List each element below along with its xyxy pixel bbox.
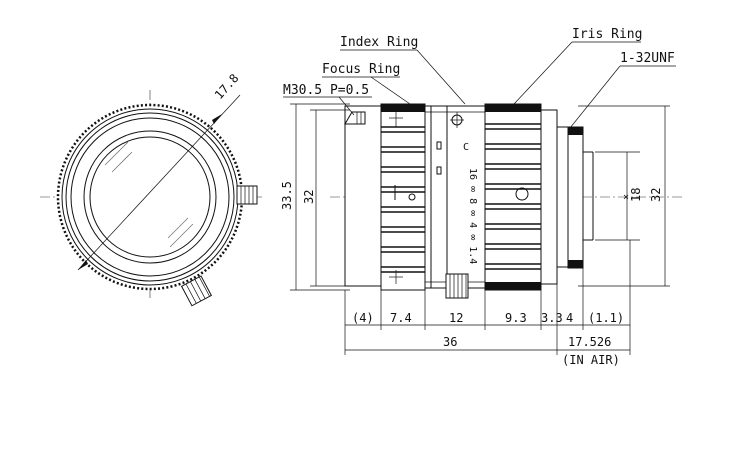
dim-total: 36 <box>443 335 457 349</box>
dim-mount-dia: 32 <box>649 188 663 202</box>
dim-mount-len: 4 <box>566 311 573 325</box>
in-air-label: (IN AIR) <box>562 353 620 367</box>
front-knob-bottom <box>180 275 213 307</box>
focus-ring-top-knurl <box>381 104 425 112</box>
glare-line-4 <box>167 217 189 239</box>
barrel-f-scale: 16 ∞ 8 ∞ 4 ∞ 1.4 <box>467 168 478 264</box>
front-glass-outer <box>83 130 217 264</box>
diagonal-dim-line <box>77 94 241 271</box>
index-ring-label: Index Ring <box>340 35 418 50</box>
front-glass-inner <box>89 136 211 258</box>
iris-ring-body <box>484 103 542 291</box>
focus-ring-label: Focus Ring <box>322 62 400 77</box>
svg-text:×: × <box>623 192 629 203</box>
front-knob-right-knurl <box>240 186 254 204</box>
iris-ring-bottom-knurl <box>485 282 541 290</box>
front-view: 17.8 <box>40 71 262 307</box>
focus-ring-grip <box>381 126 425 273</box>
dim-3-3: 3.3 <box>541 311 563 325</box>
c-mount <box>567 126 584 269</box>
thread-notch <box>344 111 366 125</box>
dim-back-focus: 17.526 <box>568 335 611 349</box>
front-angle-label: 17.8 <box>212 71 242 102</box>
focus-ring-set-screw <box>408 193 416 201</box>
glare-line-1 <box>104 141 129 166</box>
glare-line-3 <box>169 223 194 248</box>
rear-step <box>556 126 569 268</box>
dim-inner-dia: 32 <box>302 190 316 204</box>
dim-12: 12 <box>449 311 463 325</box>
front-knob-right <box>236 185 258 205</box>
iris-ring-screw <box>515 187 529 201</box>
vertical-dimensions: 33.5 32 18 × 32 <box>280 103 670 291</box>
barrel-c-mark: C <box>463 142 469 153</box>
thread-label: M30.5 P=0.5 <box>283 83 369 98</box>
iris-ring-top-knurl <box>485 104 541 112</box>
side-knob <box>445 273 469 299</box>
diag-arrow-1 <box>78 260 88 270</box>
index-ring-body <box>424 105 486 289</box>
rear-body <box>540 109 558 285</box>
side-view: C 16 ∞ 8 ∞ 4 ∞ 1.4 <box>330 103 685 299</box>
dim-9-3: 9.3 <box>505 311 527 325</box>
diag-arrow-2 <box>212 114 222 124</box>
mount-label: 1-32UNF <box>620 51 675 66</box>
front-ring-2 <box>65 112 235 282</box>
glare-line-2 <box>111 151 133 173</box>
callouts: Index Ring Iris Ring Focus Ring M30.5 P=… <box>283 27 676 129</box>
front-tube <box>344 105 382 287</box>
iris-ring-label: Iris Ring <box>572 27 642 42</box>
front-ring-3 <box>70 117 230 277</box>
dim-outer-dia: 33.5 <box>280 181 294 210</box>
horizontal-dimensions: (4) 7.4 12 9.3 3.3 4 (1.1) 36 17.526 (IN… <box>344 240 631 367</box>
dim-image-circle: 18 <box>629 188 643 202</box>
iris-ring-grip <box>485 123 541 270</box>
dim-1-1: (1.1) <box>588 311 624 325</box>
dim-4: (4) <box>352 311 374 325</box>
dim-7-4: 7.4 <box>390 311 412 325</box>
